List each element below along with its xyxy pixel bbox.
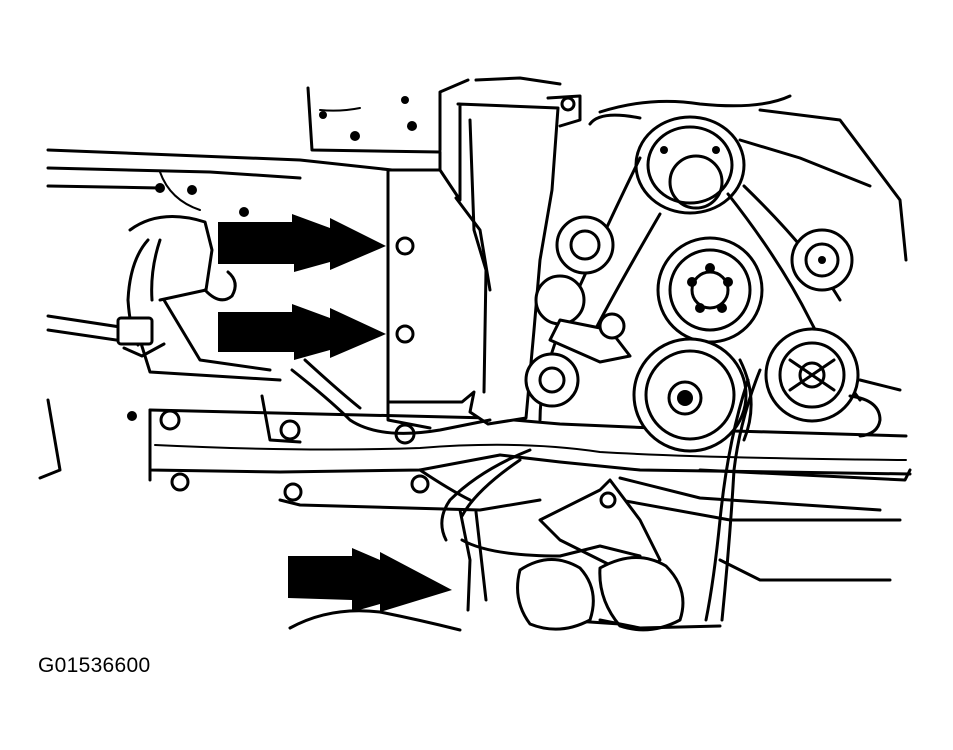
- lower-mount-arrow: [288, 548, 452, 612]
- upper-bolt-arrow: [218, 214, 386, 272]
- lower-bolt-arrow: [218, 304, 386, 360]
- figure-id-label: G01536600: [38, 654, 151, 677]
- belt-tensioner: [524, 274, 632, 408]
- lower-engine-mount: [288, 478, 722, 632]
- upper-pulley: [588, 94, 908, 262]
- water-pump-pulley: [656, 236, 764, 344]
- wiring-harness: [116, 215, 272, 372]
- coolant-hoses: [290, 358, 762, 622]
- crankshaft-pulley: [632, 337, 753, 453]
- upper-body-panel: [306, 76, 562, 180]
- front-crossmember: [148, 394, 912, 626]
- left-frame-rails: [38, 148, 394, 480]
- control-module-cover: [386, 94, 582, 430]
- ac-compressor-pulley: [764, 327, 902, 438]
